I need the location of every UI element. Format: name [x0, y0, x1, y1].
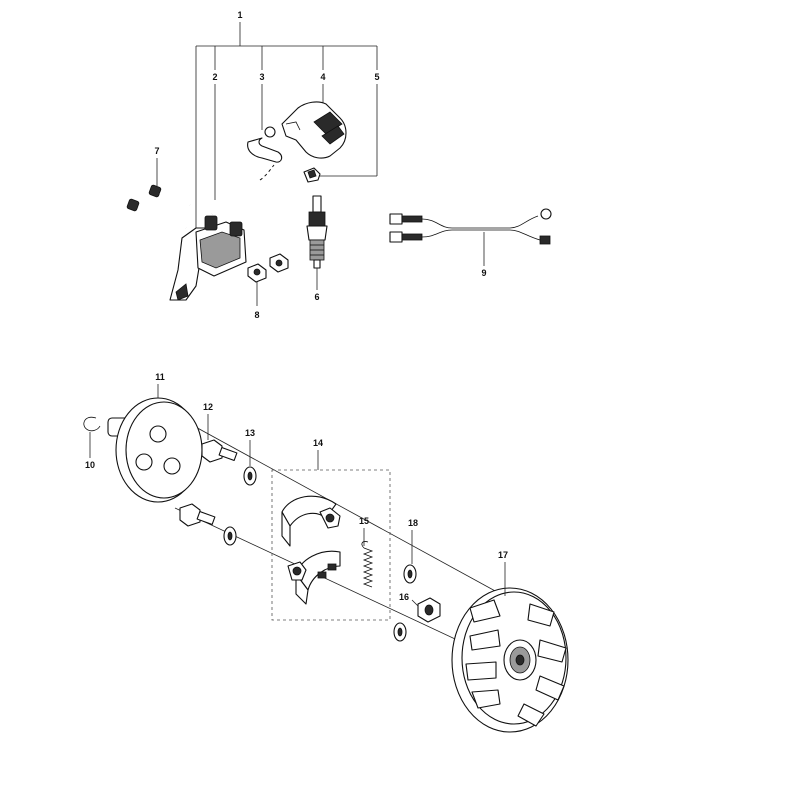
clutch-drum [107, 397, 203, 503]
callout-7: 7 [154, 146, 159, 156]
callout-4: 4 [320, 72, 325, 82]
callout-8: 8 [254, 310, 259, 320]
washer-lower [223, 526, 237, 546]
ignition-assembly [126, 22, 552, 306]
callout-2: 2 [212, 72, 217, 82]
callout-15: 15 [359, 516, 369, 526]
circlip [83, 416, 101, 432]
callout-13: 13 [245, 428, 255, 438]
hose-connector [247, 126, 283, 163]
callout-10: 10 [85, 460, 95, 470]
washer-flywheel [393, 622, 407, 642]
spark-plug-boot [281, 101, 347, 159]
wire-harness [389, 208, 552, 245]
nut-right [269, 253, 289, 273]
callout-12: 12 [203, 402, 213, 412]
callout-1-bracket [195, 22, 378, 232]
callout-labels: 1 2 3 4 5 7 6 8 9 11 12 13 14 10 15 18 1… [85, 10, 508, 602]
flywheel [451, 587, 569, 733]
callout-1: 1 [237, 10, 242, 20]
washer-18 [403, 564, 417, 584]
callout-9: 9 [481, 268, 486, 278]
spark-plug [306, 195, 328, 269]
washer-13 [243, 466, 257, 486]
flywheel-nut [417, 597, 441, 623]
screw-long-lower [126, 198, 187, 229]
bolt-upper [201, 439, 238, 463]
ignition-module [169, 164, 275, 301]
callout-16: 16 [399, 592, 409, 602]
screw-long-upper [148, 184, 191, 206]
spark-terminal [303, 167, 321, 183]
callout-14: 14 [313, 438, 323, 448]
clutch-flywheel-assembly [83, 384, 569, 733]
bolt-lower [179, 503, 216, 527]
callout-5: 5 [374, 72, 379, 82]
callout-6: 6 [314, 292, 319, 302]
clutch-kit-box [271, 450, 391, 621]
spacer-8 [247, 263, 267, 283]
callout-18: 18 [408, 518, 418, 528]
callout-3: 3 [259, 72, 264, 82]
callout-11: 11 [155, 372, 165, 382]
clutch-spring [361, 541, 374, 588]
callout-17: 17 [498, 550, 508, 560]
